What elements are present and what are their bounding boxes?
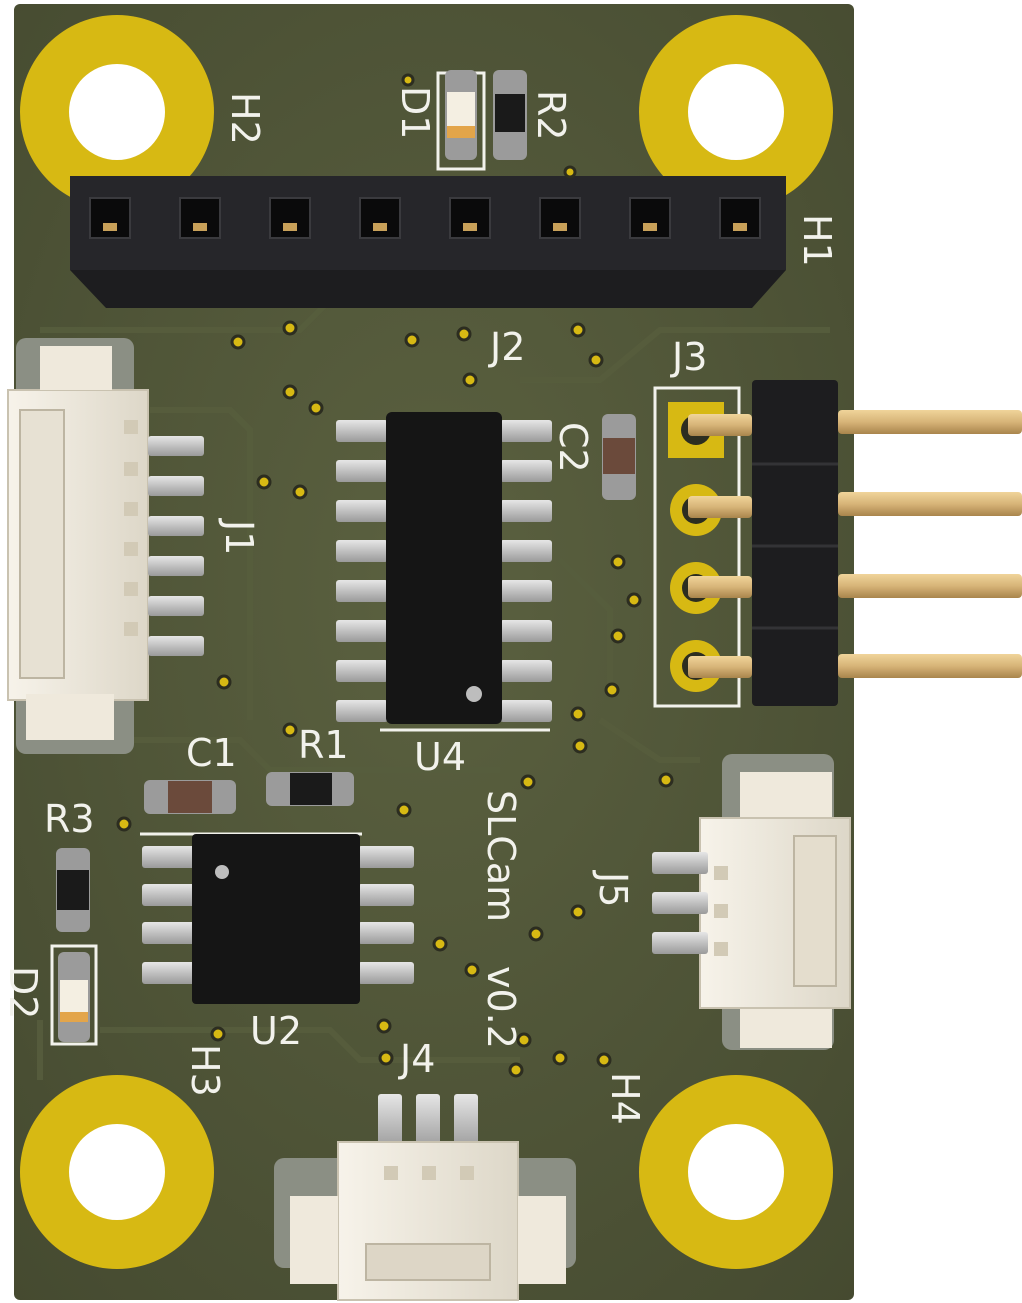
resistor-r2 <box>493 70 527 160</box>
mounting-hole-icon <box>20 1075 214 1269</box>
label-j4: J4 <box>398 1037 435 1081</box>
label-d2: D2 <box>1 966 45 1019</box>
label-h1: H1 <box>795 214 839 267</box>
label-r1: R1 <box>298 723 349 767</box>
led-d2 <box>50 944 98 1046</box>
led-d1 <box>436 70 486 171</box>
label-j5: J5 <box>591 870 635 907</box>
label-j3: J3 <box>670 335 707 379</box>
board-version: v0.2 <box>479 966 523 1049</box>
pin-header-icon <box>70 176 786 308</box>
ic-chip-icon <box>140 832 414 1004</box>
label-j2: J2 <box>488 325 525 369</box>
label-h3: H3 <box>183 1044 227 1097</box>
ic-chip-icon <box>336 412 552 732</box>
board-name: SLCam <box>479 790 523 922</box>
mounting-hole-icon <box>20 15 214 209</box>
label-c2: C2 <box>551 422 595 473</box>
label-h2: H2 <box>223 92 267 145</box>
capacitor-c2 <box>602 414 636 500</box>
label-r3: R3 <box>44 797 95 841</box>
label-u2: U2 <box>250 1009 302 1053</box>
vias <box>116 73 674 1078</box>
mounting-hole-icon <box>639 1075 833 1269</box>
jst-connector-icon <box>7 338 204 754</box>
label-h4: H4 <box>603 1072 647 1125</box>
label-c1: C1 <box>186 731 237 775</box>
label-j1: J1 <box>217 518 261 555</box>
pin-header-icon <box>653 380 1022 708</box>
resistor-r3 <box>56 848 90 932</box>
resistor-r1 <box>266 772 354 806</box>
jst-connector-icon <box>274 1094 576 1301</box>
label-r2: R2 <box>529 90 573 141</box>
label-d1: D1 <box>393 86 437 139</box>
capacitor-c1 <box>144 780 236 814</box>
jst-connector-icon <box>652 754 851 1050</box>
label-u4: U4 <box>414 735 466 779</box>
mounting-hole-icon <box>639 15 833 209</box>
silkscreen-labels: H2 D1 R2 H1 J2 J3 C2 J1 U4 C1 R1 R3 J5 D… <box>1 86 839 1125</box>
